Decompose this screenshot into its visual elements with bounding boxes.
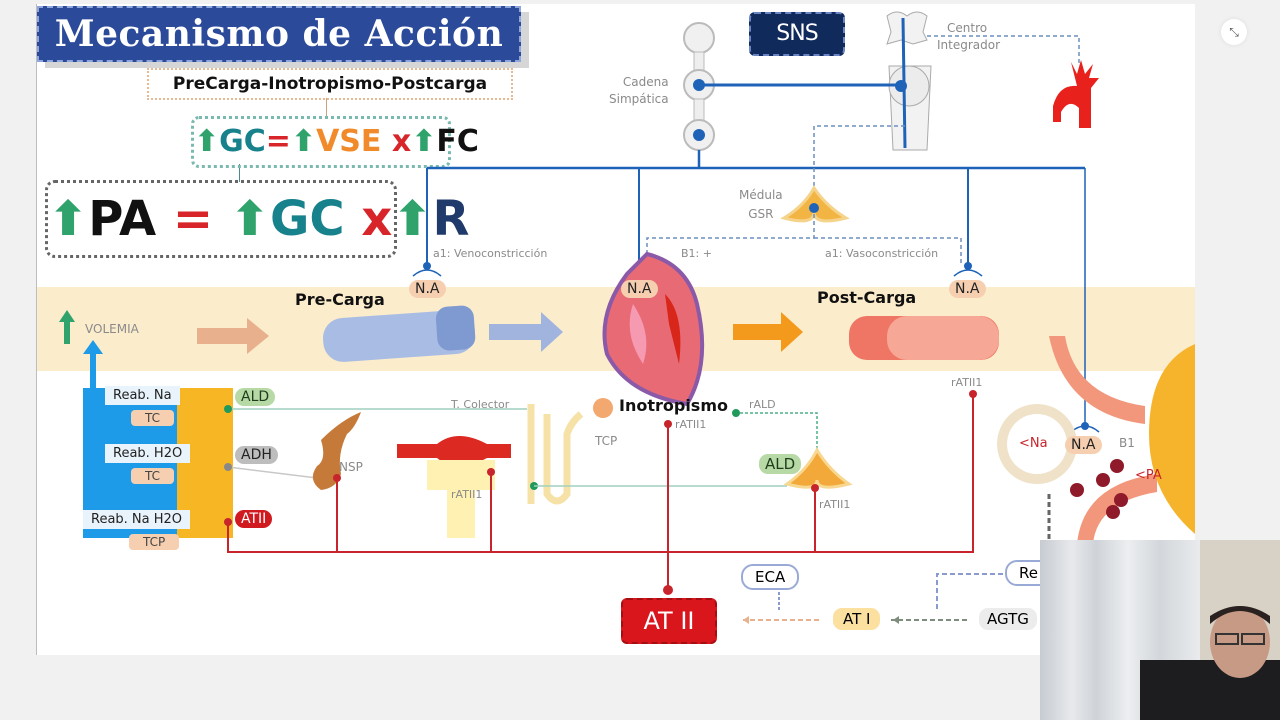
formula-pa-eq: = bbox=[172, 191, 214, 247]
artery-icon bbox=[849, 316, 999, 360]
formula-gc-lhs: GC bbox=[219, 124, 266, 159]
increase-arrow-icon: ⬆ bbox=[48, 191, 89, 247]
adh-badge: ADH bbox=[235, 446, 278, 464]
tcp-label: TCP bbox=[129, 534, 180, 550]
ratii1-label-adrenal: rATII1 bbox=[819, 498, 851, 511]
noradrenaline-badge-arterial: N.A bbox=[949, 280, 986, 298]
chain-label-line1: Cadena bbox=[622, 75, 669, 89]
ald-badge-adrenal: ALD bbox=[759, 454, 802, 474]
chain-label-line2: Simpática bbox=[609, 92, 669, 106]
center-label-line2: Integrador bbox=[937, 38, 1001, 52]
pa-formula: ⬆PA = ⬆GC x⬆R bbox=[45, 180, 470, 258]
slide-canvas: Mecanismo de Acción PreCarga-Inotropismo… bbox=[36, 4, 1195, 655]
formula-gc-term1: VSE bbox=[316, 124, 382, 159]
pituitary-icon bbox=[312, 412, 361, 490]
gc-formula: ⬆GC=⬆VSE x⬆FC bbox=[191, 116, 479, 168]
aorta-icon bbox=[1053, 60, 1099, 128]
ratii1-label-center: rATII1 bbox=[675, 418, 707, 431]
noradrenaline-badge-renal: N.A bbox=[1065, 436, 1102, 454]
formula-gc-term2: FC bbox=[436, 124, 479, 159]
low-na-label: <Na bbox=[1019, 436, 1048, 451]
arteriole-icon bbox=[1049, 336, 1195, 544]
adrenal-medulla-icon bbox=[780, 185, 850, 223]
juxtaglomerular-cells-icon bbox=[1070, 459, 1128, 519]
ratii1-label-vessel: rATII1 bbox=[451, 488, 483, 501]
heart-icon bbox=[602, 251, 705, 407]
medulla-label: Médula GSR bbox=[739, 186, 783, 224]
angiotensin-i-badge: AT I bbox=[833, 608, 881, 630]
eca-badge: ECA bbox=[741, 564, 800, 590]
rald-label: rALD bbox=[749, 398, 776, 411]
adrenal-cortex-icon bbox=[783, 446, 853, 489]
exit-fullscreen-button[interactable]: ⤡ bbox=[1221, 19, 1247, 45]
increase-arrow-icon: ⬆ bbox=[290, 124, 317, 159]
noradrenaline-badge-venous: N.A bbox=[409, 280, 446, 298]
formula-pa-term1: GC bbox=[270, 191, 345, 247]
angiotensinogen-badge: AGTG bbox=[979, 608, 1037, 630]
slide-title: Mecanismo de Acción bbox=[37, 6, 521, 62]
glomerulus-icon bbox=[593, 398, 613, 418]
formula-gc-op: x bbox=[391, 124, 412, 159]
postcarga-arrow-icon bbox=[733, 312, 803, 352]
integrating-center-label: Centro Integrador bbox=[937, 20, 1000, 54]
nephron-tubule-icon bbox=[527, 404, 584, 505]
exit-fullscreen-icon: ⤡ bbox=[1229, 25, 1239, 39]
b1-receptor-label: B1 bbox=[1119, 436, 1135, 450]
spinal-cord-icon bbox=[886, 11, 932, 151]
formula-pa-term2: R bbox=[432, 191, 470, 247]
precarga-arrow-icon bbox=[489, 312, 563, 352]
presenter-video bbox=[1140, 606, 1280, 720]
macula-densa-icon bbox=[997, 404, 1077, 484]
reab-na-label: Reab. Na bbox=[105, 386, 180, 405]
volemia-arrow-icon bbox=[197, 318, 269, 354]
vein-icon bbox=[322, 305, 476, 362]
slide-subtitle: PreCarga-Inotropismo-Postcarga bbox=[147, 68, 513, 100]
formula-pa-op: x bbox=[361, 191, 393, 247]
nsp-label: NSP bbox=[339, 460, 363, 474]
increase-arrow-icon: ⬆ bbox=[194, 124, 220, 159]
noradrenaline-badge-heart: N.A bbox=[621, 280, 658, 298]
center-label-line1: Centro bbox=[947, 21, 988, 35]
postcarga-label: Post-Carga bbox=[817, 288, 917, 307]
increase-arrow-icon: ⬆ bbox=[229, 191, 271, 247]
tcp-nephron-label: TCP bbox=[595, 434, 618, 448]
glomerulus-vessel-icon bbox=[397, 436, 511, 538]
reab-h2o-label: Reab. H2O bbox=[105, 444, 191, 463]
increase-arrow-icon: ⬆ bbox=[411, 124, 437, 159]
increase-arrow-icon: ⬆ bbox=[392, 191, 433, 247]
low-pa-label: <PA bbox=[1135, 468, 1162, 483]
tc-label: TC bbox=[131, 468, 175, 484]
b1-positive-label: B1: + bbox=[681, 247, 712, 260]
formula-pa-lhs: PA bbox=[88, 191, 157, 247]
tc-label: TC bbox=[131, 410, 175, 426]
reab-na-h2o-label: Reab. Na H2O bbox=[83, 510, 191, 529]
ratii1-label-arterial: rATII1 bbox=[951, 376, 983, 389]
ald-badge: ALD bbox=[235, 388, 276, 406]
inotropismo-label: Inotropismo bbox=[619, 396, 728, 415]
medulla-line2: GSR bbox=[748, 207, 774, 221]
formula-connector bbox=[239, 164, 240, 182]
formula-gc-eq: = bbox=[265, 124, 291, 159]
medulla-line1: Médula bbox=[739, 188, 783, 202]
vasoconstriction-label: a1: Vasoconstricción bbox=[825, 247, 939, 260]
webcam-overlay bbox=[1040, 540, 1280, 720]
angiotensin-ii-box: AT II bbox=[621, 598, 717, 644]
precarga-label: Pre-Carga bbox=[295, 290, 385, 309]
volemia-label: VOLEMIA bbox=[85, 322, 139, 336]
sns-label: SNS bbox=[749, 12, 845, 56]
sympathetic-chain-label: Cadena Simpática bbox=[609, 74, 669, 108]
atii-badge: ATII bbox=[235, 510, 273, 528]
venoconstriction-label: a1: Venoconstricción bbox=[433, 247, 548, 260]
subtitle-connector bbox=[326, 98, 327, 118]
t-colector-label: T. Colector bbox=[451, 398, 510, 411]
